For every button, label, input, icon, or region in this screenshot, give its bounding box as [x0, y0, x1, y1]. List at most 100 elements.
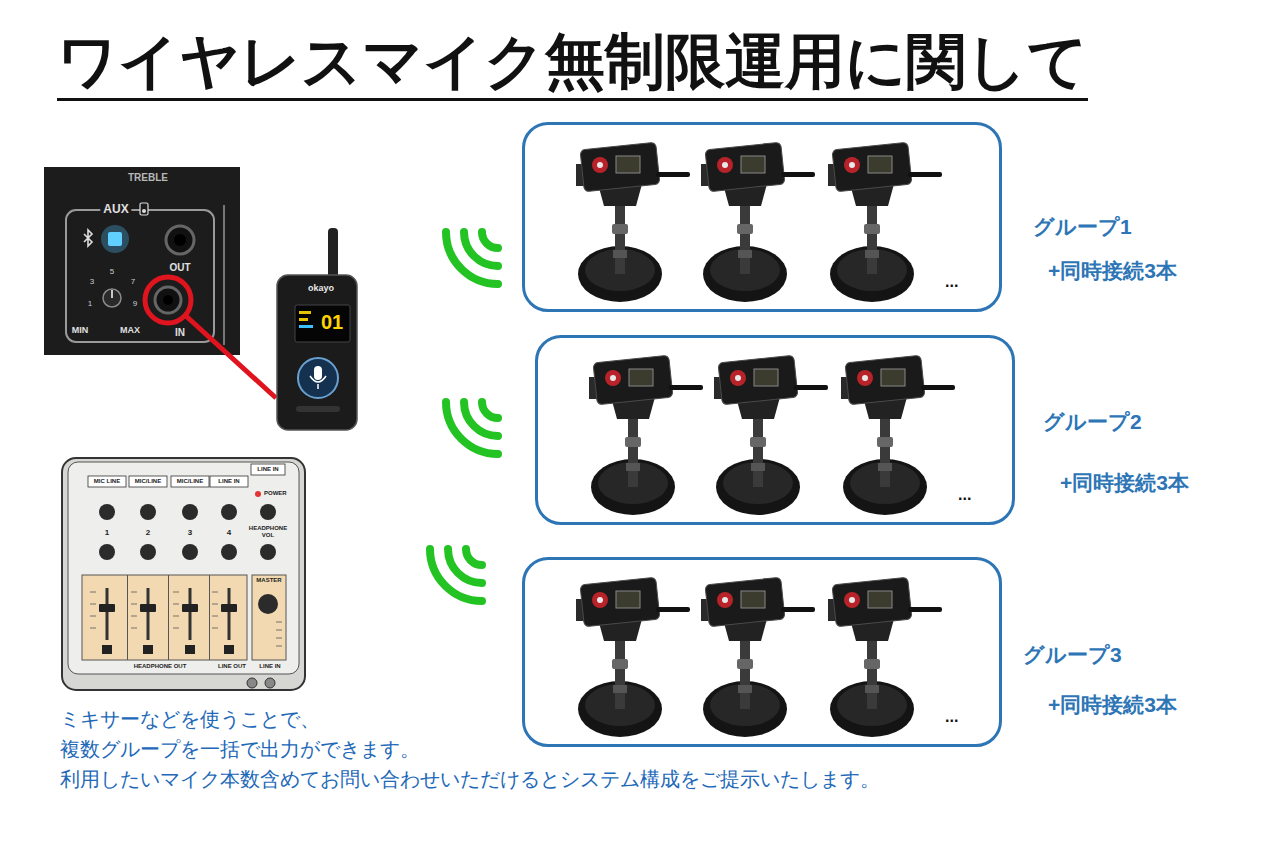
mixer-illustration-part-part [221, 604, 237, 612]
channel-number: 1 [105, 529, 109, 538]
amp-panel-part [155, 287, 181, 313]
mixer-illustration-part-part [140, 504, 156, 520]
mixer-illustration-part-part [143, 645, 153, 654]
mic-stands [576, 142, 955, 737]
mixer-label: MIC LINE [94, 478, 120, 485]
wireless-signal-part [446, 232, 498, 284]
mixer-illustration-part [252, 575, 286, 660]
mixer-label: LINE IN [259, 663, 280, 670]
receiver-device [277, 228, 357, 430]
amp-panel-part [166, 226, 194, 254]
receiver-device-part [299, 318, 308, 321]
mixer-illustration-part [258, 594, 278, 614]
connection-count: +同時接続3本 [1048, 693, 1177, 717]
amp-panel-part [223, 205, 225, 345]
mic-stands-part [714, 355, 828, 515]
ellipsis-mark: ... [958, 486, 971, 504]
receiver-device-part [314, 366, 322, 380]
mixer-illustration-part-part [131, 616, 137, 617]
receiver-device-part [295, 305, 350, 342]
amp-panel-part [103, 289, 121, 307]
mixer-illustration-part-part [140, 544, 156, 560]
mixer-label: LINE OUT [218, 663, 246, 670]
receiver-device-part [296, 406, 340, 412]
caption-line: 利用したいマイク本数含めてお問い合わせいただけるとシステム構成をご提示いたします… [60, 768, 880, 790]
mixer-illustration-part-part [173, 616, 179, 617]
knob-label: MIN [72, 326, 89, 336]
mixer-illustration-part-part [131, 592, 137, 593]
receiver-device-part [328, 228, 338, 282]
amp-panel [44, 167, 240, 355]
mixer-illustration-part-part [260, 504, 276, 520]
mixer-illustration-part-part [99, 504, 115, 520]
mixer-illustration-part-part [106, 588, 109, 640]
channel-number: 2 [146, 529, 150, 538]
amp-panel-part [111, 290, 113, 298]
mixer-illustration-part [129, 476, 167, 487]
mixer-illustration-part-part [224, 645, 234, 654]
mic-stands-part [701, 142, 815, 302]
mixer-illustration-part [106, 588, 231, 640]
group-name: グループ2 [1043, 410, 1142, 434]
mixer-illustration-part-part [212, 604, 218, 605]
channel-number: 3 [188, 529, 192, 538]
wireless-signal-part [466, 549, 482, 565]
connection-count: +同時接続3本 [1060, 471, 1189, 495]
mixer-label: HEADPHONE VOL [246, 525, 290, 538]
mixer-illustration-part-part [90, 616, 96, 617]
mixer-illustration-part-part [131, 604, 137, 605]
group-box: ...グループ2+同時接続3本 [535, 335, 1015, 525]
group-box: ...グループ3+同時接続3本 [522, 557, 1002, 747]
caption-line: 複数グループを一括で出力ができます。 [60, 738, 420, 760]
mixer-illustration-part [171, 476, 209, 487]
mic-stands-part [828, 142, 942, 302]
wireless-signal-part [464, 232, 498, 266]
mixer-illustration-part [251, 464, 285, 475]
mixer-illustration-part-part [276, 622, 282, 623]
mic-stands-part [828, 577, 942, 737]
amp-panel-part [44, 167, 240, 355]
knob-scale: 9 [133, 300, 137, 309]
wireless-signal-part [482, 402, 498, 418]
highlight-circle [145, 277, 276, 398]
amp-panel-part [142, 209, 146, 213]
mixer-illustration-part [99, 504, 276, 560]
jack-label: OUT [169, 262, 190, 273]
mixer-illustration-part-part [99, 604, 115, 612]
brand-name: okayo [308, 284, 334, 294]
amp-panel-part [174, 234, 186, 246]
knob-scale: 1 [88, 300, 92, 309]
highlight-circle-part [145, 277, 191, 323]
group-box: ...グループ1+同時接続3本 [522, 122, 1002, 312]
highlight-circle-part [186, 316, 276, 398]
mixer-label: HEADPHONE OUT [134, 663, 187, 670]
mixer-label: LINE IN [218, 478, 239, 485]
mixer-illustration [62, 458, 305, 690]
jack-label: IN [175, 327, 185, 338]
mixer-illustration-part-part [182, 504, 198, 520]
mixer-illustration-part-part [276, 630, 282, 631]
mixer-illustration-part [127, 575, 128, 660]
receiver-device-part [299, 311, 311, 314]
wireless-signal-part [430, 549, 482, 601]
mixer-illustration-part [265, 678, 275, 688]
amp-panel-part [108, 232, 122, 246]
caption-line: ミキサーなどを使うことで、 [60, 708, 320, 730]
mixer-illustration-part-part [260, 544, 276, 560]
mixer-illustration-part-part [173, 592, 179, 593]
mixer-illustration-part [247, 678, 257, 688]
receiver-device-part [299, 325, 313, 328]
mixer-illustration-part-part [147, 588, 150, 640]
mixer-illustration-part-part [228, 588, 231, 640]
mic-stands-part [589, 355, 703, 515]
mic-stands-part [576, 577, 690, 737]
mic-stands-part [576, 142, 690, 302]
mixer-illustration-part-part [131, 628, 137, 629]
mixer-illustration-part-part [276, 646, 282, 647]
mixer-label: POWER [264, 490, 287, 497]
knob-scale: 5 [110, 268, 114, 277]
panel-label: TREBLE [128, 172, 168, 183]
mixer-illustration-part [99, 604, 237, 654]
mixer-illustration-part-part [90, 604, 96, 605]
